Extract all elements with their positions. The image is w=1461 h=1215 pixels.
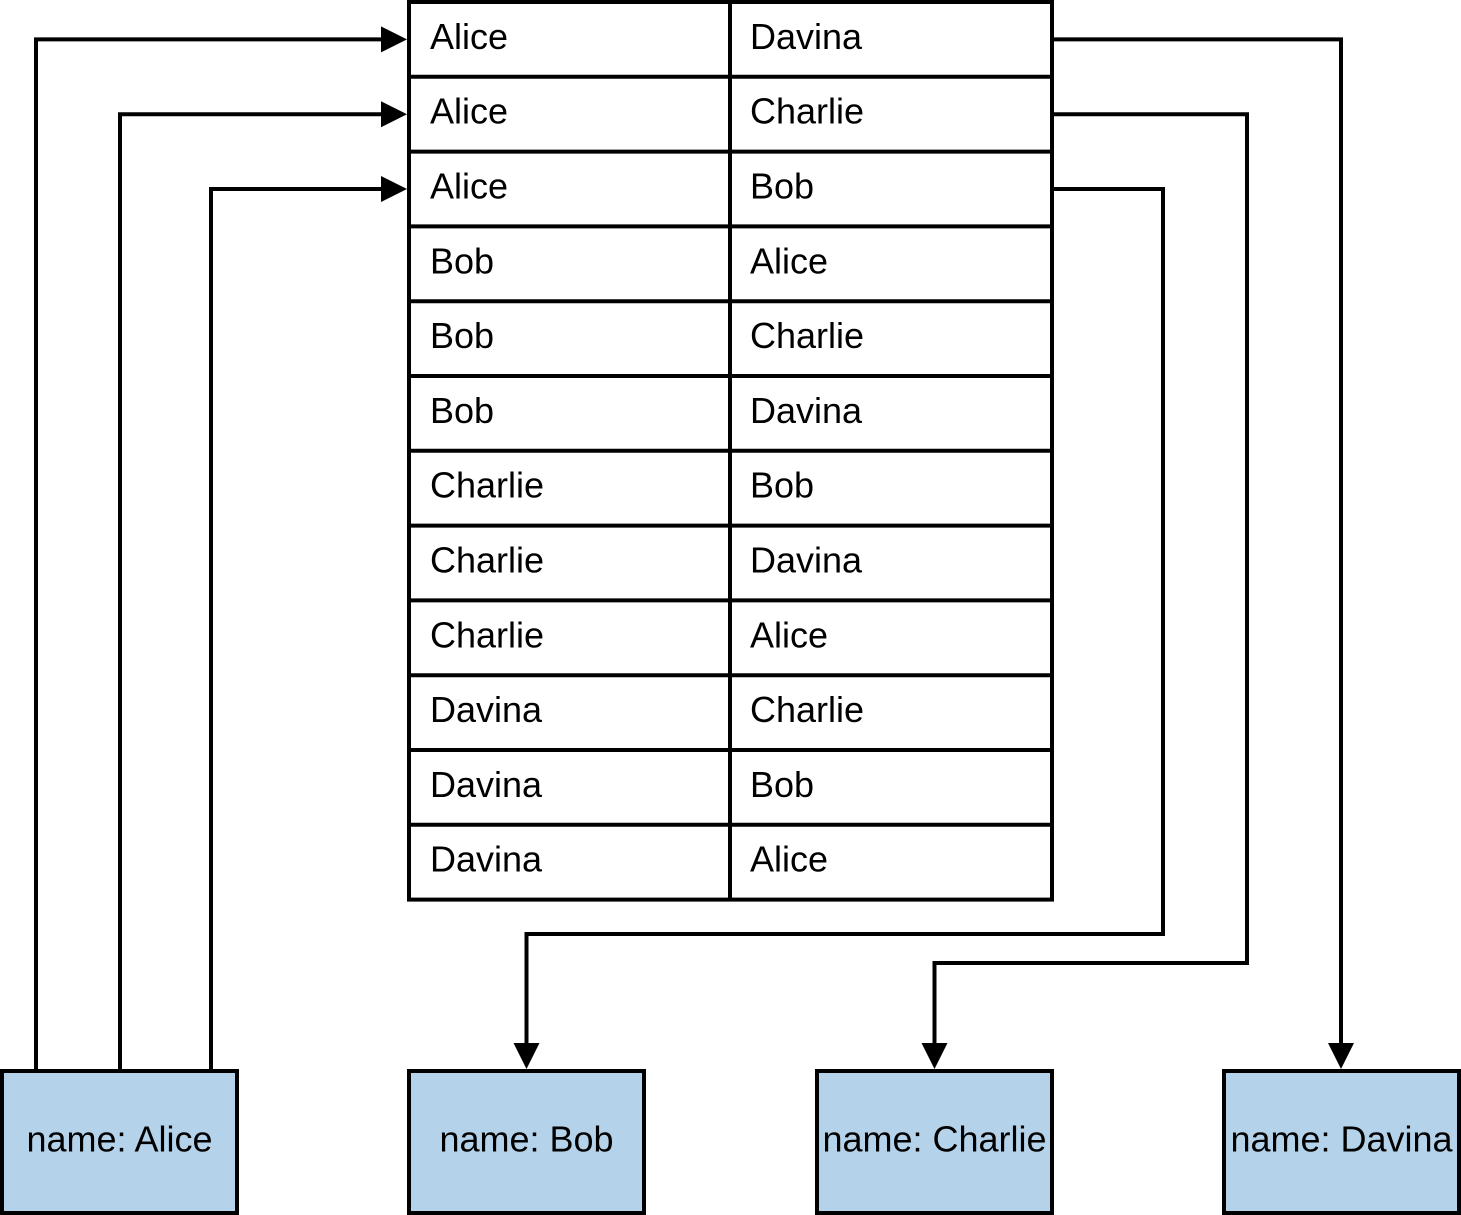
connector-layer [34, 26, 1354, 1071]
arrowhead [381, 26, 407, 53]
node-layer: name: Alice name: Bob name: Charlie name: D… [0, 1069, 1461, 1215]
node-label: name: Davina [1230, 1119, 1453, 1160]
cell-from-davina: Davina [430, 839, 543, 880]
table-row: Davina Alice [430, 839, 828, 880]
table-row: Alice Davina [430, 16, 863, 57]
cell-from-charlie: Charlie [430, 465, 544, 506]
connector-alice-to-row-1 [34, 37, 383, 1071]
node-box [0, 1069, 239, 1215]
arrowhead [513, 1043, 540, 1069]
table-row: Alice Charlie [430, 91, 864, 132]
cell-to-charlie: Charlie [750, 91, 864, 132]
connector-row-3-to-bob [524, 187, 1165, 1045]
cell-from-bob: Bob [430, 240, 494, 281]
arrowhead [381, 101, 407, 128]
node-label: name: Charlie [822, 1119, 1046, 1160]
arrowhead [381, 176, 407, 202]
cell-from-bob: Bob [430, 390, 494, 431]
table-row: Davina Bob [430, 764, 814, 805]
cell-from-alice: Alice [430, 166, 508, 207]
cell-to-alice: Alice [750, 839, 828, 880]
cell-to-alice: Alice [750, 240, 828, 281]
table-row: Charlie Alice [430, 614, 828, 655]
cell-to-bob: Bob [750, 166, 814, 207]
arrowhead [1328, 1043, 1354, 1069]
cell-to-davina: Davina [750, 16, 863, 57]
table-row: Bob Charlie [430, 315, 864, 356]
cell-to-charlie: Charlie [750, 689, 864, 730]
cell-to-alice: Alice [750, 614, 828, 655]
cell-to-charlie: Charlie [750, 315, 864, 356]
connector-alice-to-row-2 [118, 112, 383, 1071]
node-label: name: Alice [26, 1119, 212, 1160]
cell-from-charlie: Charlie [430, 614, 544, 655]
cell-to-bob: Bob [750, 465, 814, 506]
table-row: Davina Charlie [430, 689, 864, 730]
cell-to-davina: Davina [750, 540, 863, 581]
node-davina[interactable]: name: Davina [1222, 1069, 1461, 1215]
node-box [1222, 1069, 1461, 1215]
connector-row-2-to-charlie [932, 112, 1249, 1045]
cell-to-davina: Davina [750, 390, 863, 431]
node-alice[interactable]: name: Alice [0, 1069, 239, 1215]
node-bob[interactable]: name: Bob [407, 1069, 646, 1215]
cell-from-bob: Bob [430, 315, 494, 356]
arrowhead [921, 1043, 948, 1069]
table-row: Bob Alice [430, 240, 828, 281]
connector-alice-to-row-3 [209, 187, 383, 1071]
node-box [407, 1069, 646, 1215]
table-row: Bob Davina [430, 390, 863, 431]
node-box [815, 1069, 1054, 1215]
table-row: Charlie Bob [430, 465, 814, 506]
cell-from-alice: Alice [430, 91, 508, 132]
cell-from-charlie: Charlie [430, 540, 544, 581]
table-row: Alice Bob [430, 166, 814, 207]
node-label: name: Bob [439, 1119, 613, 1160]
cell-to-bob: Bob [750, 764, 814, 805]
node-charlie[interactable]: name: Charlie [815, 1069, 1054, 1215]
cell-from-davina: Davina [430, 764, 543, 805]
table-row: Charlie Davina [430, 540, 863, 581]
cell-from-davina: Davina [430, 689, 543, 730]
connector-row-1-to-davina [1054, 37, 1343, 1045]
cell-from-alice: Alice [430, 16, 508, 57]
